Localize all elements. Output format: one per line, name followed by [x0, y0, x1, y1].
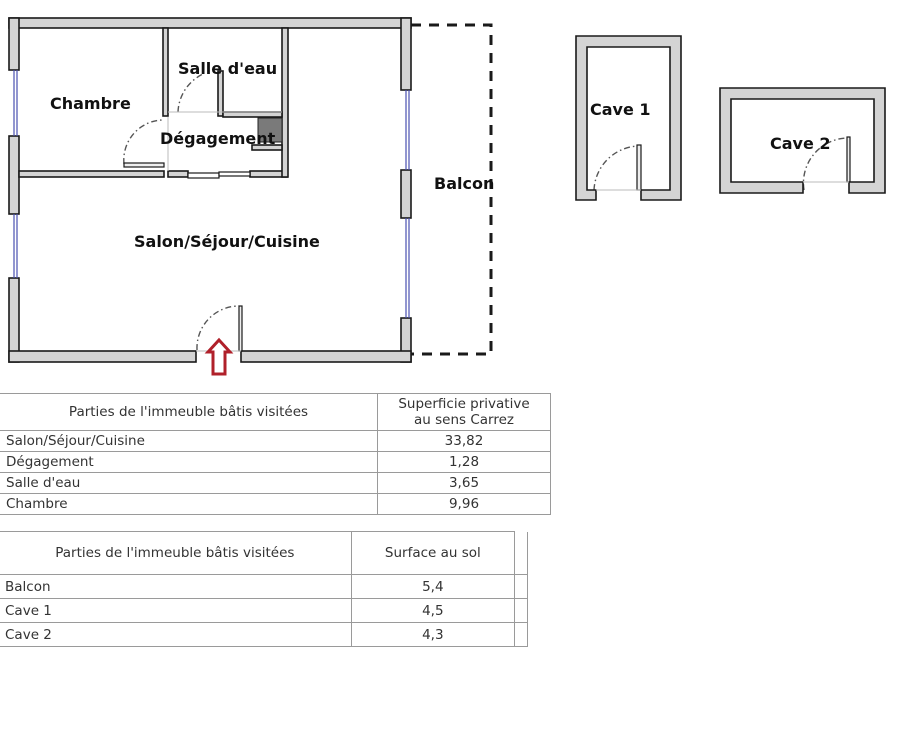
table-row: Balcon 5,4: [0, 574, 528, 599]
room-area: 3,65: [377, 472, 551, 494]
header-parties: Parties de l'immeuble bâtis visitées: [0, 393, 378, 431]
table-row: Cave 1 4,5: [0, 598, 528, 623]
label-salon: Salon/Séjour/Cuisine: [134, 232, 320, 251]
label-salle-deau: Salle d'eau: [178, 59, 277, 78]
room-name: Chambre: [0, 493, 378, 515]
floor-surface-table: Parties de l'immeuble bâtis visitées Sur…: [0, 531, 528, 647]
label-cave-2: Cave 2: [770, 134, 831, 153]
room-area: 9,96: [377, 493, 551, 515]
room-name: Salle d'eau: [0, 472, 378, 494]
room-name: Dégagement: [0, 451, 378, 473]
room-area: 4,5: [350, 598, 516, 623]
room-name: Salon/Séjour/Cuisine: [0, 430, 378, 452]
header-parties: Parties de l'immeuble bâtis visitées: [0, 531, 352, 575]
label-balcon: Balcon: [434, 174, 494, 193]
table-row: Chambre 9,96: [0, 493, 551, 515]
table-header-row: Parties de l'immeuble bâtis visitées Sur…: [0, 531, 528, 575]
room-area: 4,3: [350, 622, 516, 647]
label-cave-1: Cave 1: [590, 100, 651, 119]
cave-2-walls: [719, 87, 886, 194]
entrance-arrow-icon: [204, 337, 234, 376]
room-area: 1,28: [377, 451, 551, 473]
room-name: Cave 1: [0, 598, 352, 623]
table-row: Salon/Séjour/Cuisine 33,82: [0, 430, 551, 452]
header-surface-sol: Surface au sol: [350, 531, 516, 575]
sliding-door: [187, 171, 251, 179]
table-row: Cave 2 4,3: [0, 622, 528, 647]
header-superficie: Superficie privative au sens Carrez: [377, 393, 551, 431]
windows: [13, 70, 410, 318]
apartment-walls: [8, 17, 412, 363]
duct: [257, 117, 283, 143]
door-swings: [123, 73, 848, 351]
label-chambre: Chambre: [50, 94, 131, 113]
room-area: 33,82: [377, 430, 551, 452]
room-name: Balcon: [0, 574, 352, 599]
carrez-surface-table: Parties de l'immeuble bâtis visitées Sup…: [0, 393, 551, 515]
table-row: Dégagement 1,28: [0, 451, 551, 473]
room-area: 5,4: [350, 574, 516, 599]
cave-1-walls: [575, 35, 682, 201]
balcony-outline: [411, 23, 493, 356]
table-row: Salle d'eau 3,65: [0, 472, 551, 494]
room-name: Cave 2: [0, 622, 352, 647]
floor-plan: Chambre Salle d'eau Dégagement Salon/Séj…: [8, 17, 886, 376]
table-header-row: Parties de l'immeuble bâtis visitées Sup…: [0, 393, 551, 431]
label-degagement: Dégagement: [160, 129, 276, 148]
